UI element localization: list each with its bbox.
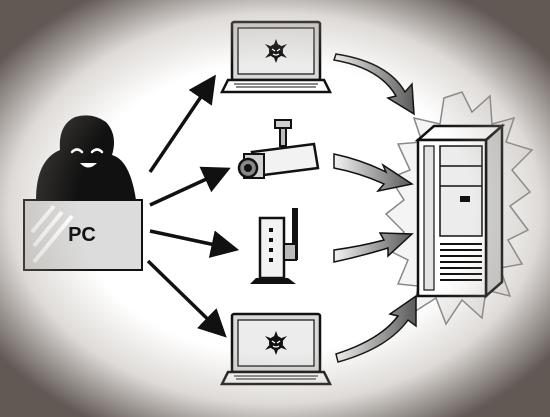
pc-label: PC <box>68 224 96 246</box>
command-arrows <box>146 74 240 338</box>
attack-arrow-4 <box>335 294 417 363</box>
attack-arrow-1 <box>333 53 415 116</box>
attack-arrow-2 <box>333 153 414 193</box>
command-arrow-camera <box>149 166 231 207</box>
command-arrow-laptop-top <box>148 74 216 173</box>
infected-laptop-icon <box>219 312 333 386</box>
command-arrow-router <box>149 229 240 258</box>
hooded-hacker-icon <box>36 115 136 200</box>
server-icon <box>414 123 506 299</box>
attacker-pc: PC <box>23 115 143 271</box>
infected-laptop-icon <box>219 20 333 94</box>
command-arrow-laptop-bottom <box>146 259 227 338</box>
infected-router-icon <box>250 208 298 284</box>
infected-camera-icon <box>237 119 320 179</box>
